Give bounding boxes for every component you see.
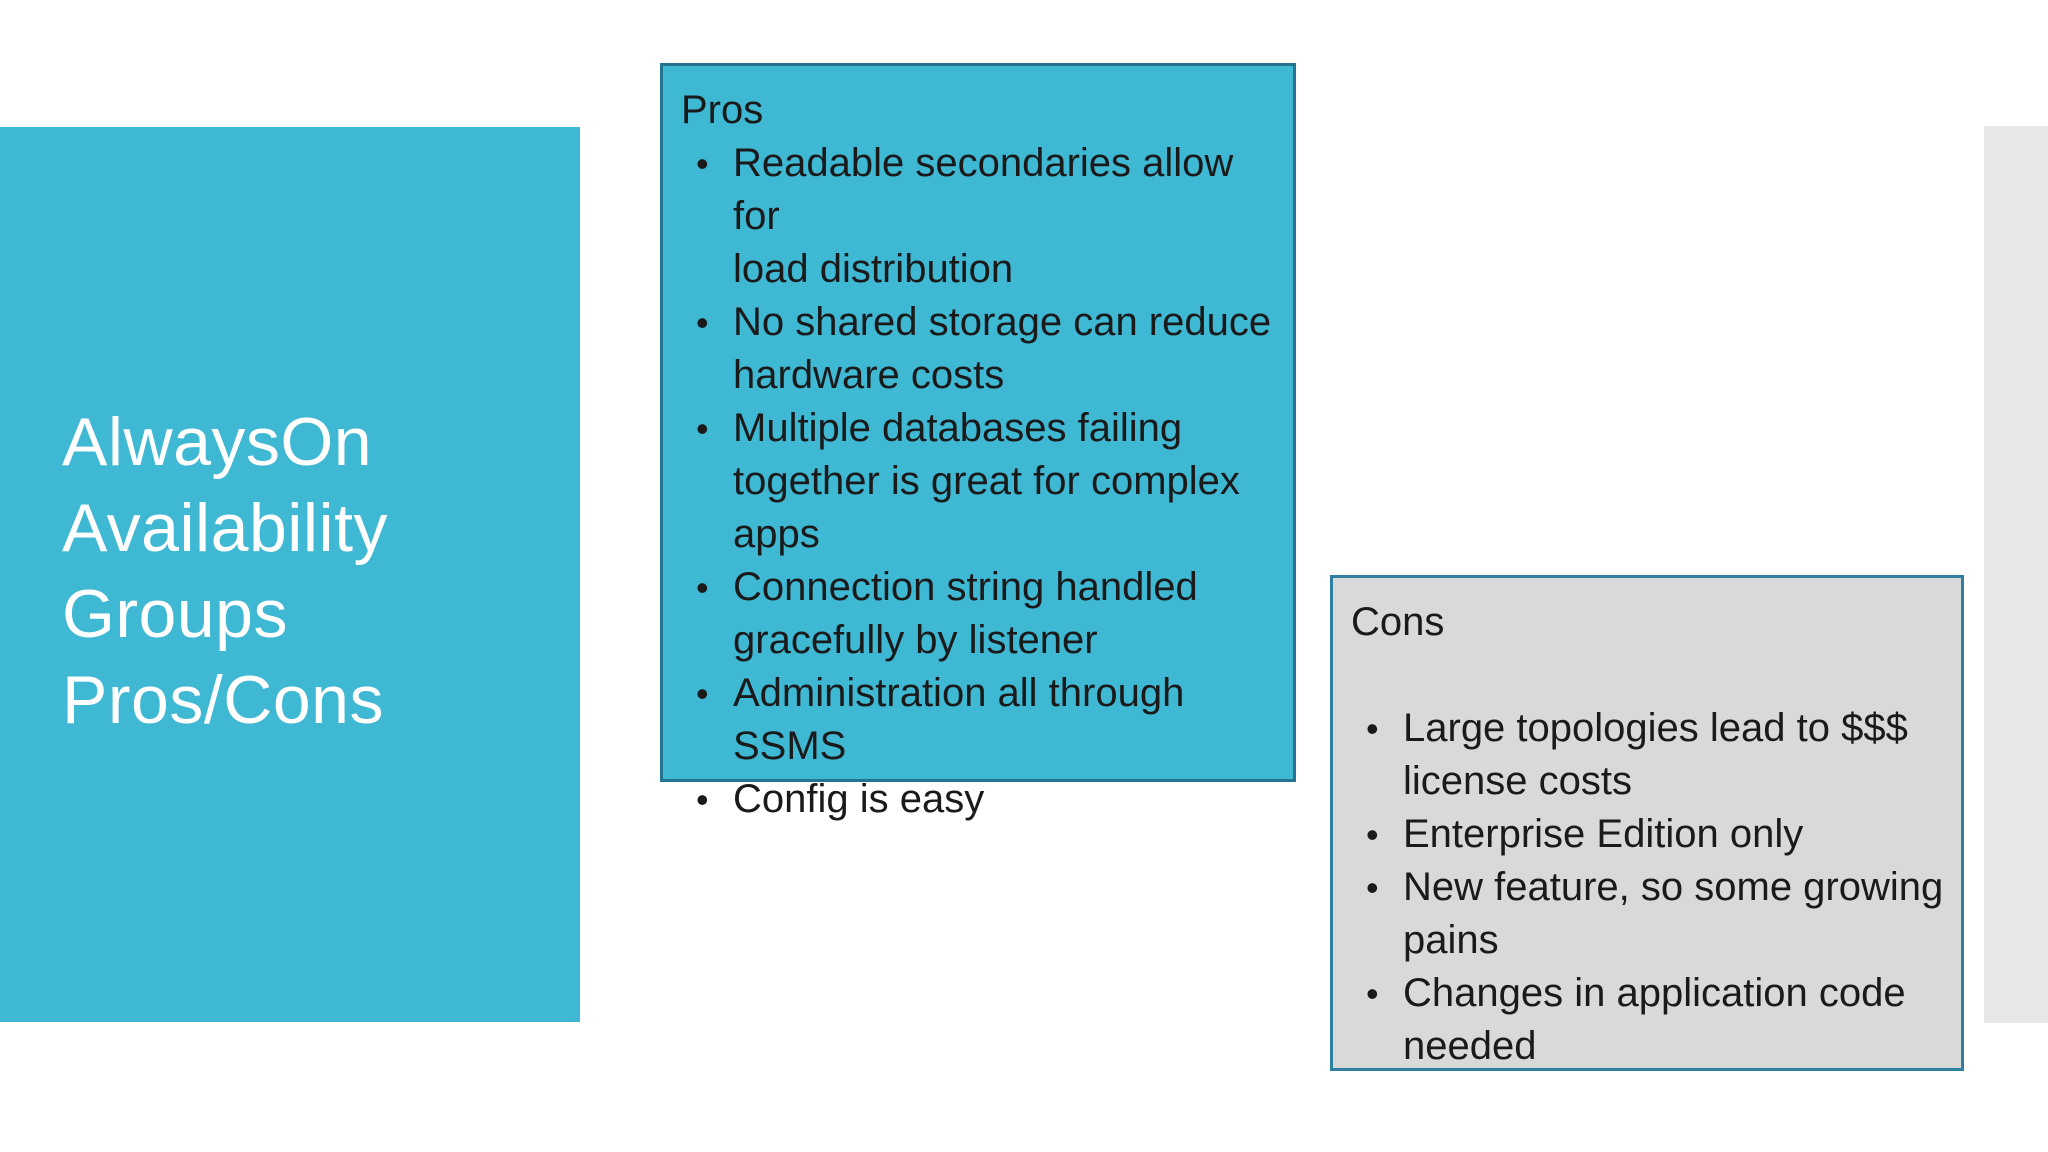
list-item: • Readable secondaries allow for load di… xyxy=(681,137,1279,296)
list-item-text: Changes in application code needed xyxy=(1403,971,1906,1068)
bullet-icon: • xyxy=(696,302,709,343)
title-panel: AlwaysOn Availability Groups Pros/Cons xyxy=(0,127,580,1022)
list-item-text: Connection string handled gracefully by … xyxy=(733,565,1198,662)
list-item-text: Administration all through SSMS xyxy=(733,671,1185,768)
cons-box: Cons • Large topologies lead to $$$ lice… xyxy=(1330,575,1964,1071)
bullet-icon: • xyxy=(1366,814,1379,855)
list-item: • Large topologies lead to $$$ license c… xyxy=(1351,702,1947,808)
list-item: • Connection string handled gracefully b… xyxy=(681,561,1279,667)
bullet-icon: • xyxy=(1366,708,1379,749)
bullet-icon: • xyxy=(1366,973,1379,1014)
list-item-text: Config is easy xyxy=(733,777,985,821)
list-item: • Config is easy xyxy=(681,773,1279,826)
bullet-icon: • xyxy=(696,408,709,449)
list-item-text: Large topologies lead to $$$ license cos… xyxy=(1403,706,1908,803)
bullet-icon: • xyxy=(696,779,709,820)
list-item-text: New feature, so some growing pains xyxy=(1403,865,1944,962)
list-item: • Multiple databases failing together is… xyxy=(681,402,1279,561)
list-item-text: No shared storage can reduce hardware co… xyxy=(733,300,1272,397)
list-item: • No shared storage can reduce hardware … xyxy=(681,296,1279,402)
pros-heading: Pros xyxy=(681,88,764,132)
list-item-text: Enterprise Edition only xyxy=(1403,812,1804,856)
list-item-text: Readable secondaries allow for load dist… xyxy=(733,141,1234,291)
list-item: • Enterprise Edition only xyxy=(1351,808,1947,861)
bullet-icon: • xyxy=(696,673,709,714)
list-item: • Changes in application code needed xyxy=(1351,967,1947,1073)
right-accent-strip xyxy=(1984,126,2048,1023)
bullet-icon: • xyxy=(696,143,709,184)
list-item: • New feature, so some growing pains xyxy=(1351,861,1947,967)
cons-list: • Large topologies lead to $$$ license c… xyxy=(1351,702,1947,1073)
list-item: • Administration all through SSMS xyxy=(681,667,1279,773)
slide-title: AlwaysOn Availability Groups Pros/Cons xyxy=(62,404,389,738)
bullet-icon: • xyxy=(696,567,709,608)
list-item-text: Multiple databases failing together is g… xyxy=(733,406,1240,556)
pros-box: Pros • Readable secondaries allow for lo… xyxy=(660,63,1296,821)
bullet-icon: • xyxy=(1366,867,1379,908)
pros-list: • Readable secondaries allow for load di… xyxy=(681,137,1279,826)
cons-heading: Cons xyxy=(1351,600,1445,644)
